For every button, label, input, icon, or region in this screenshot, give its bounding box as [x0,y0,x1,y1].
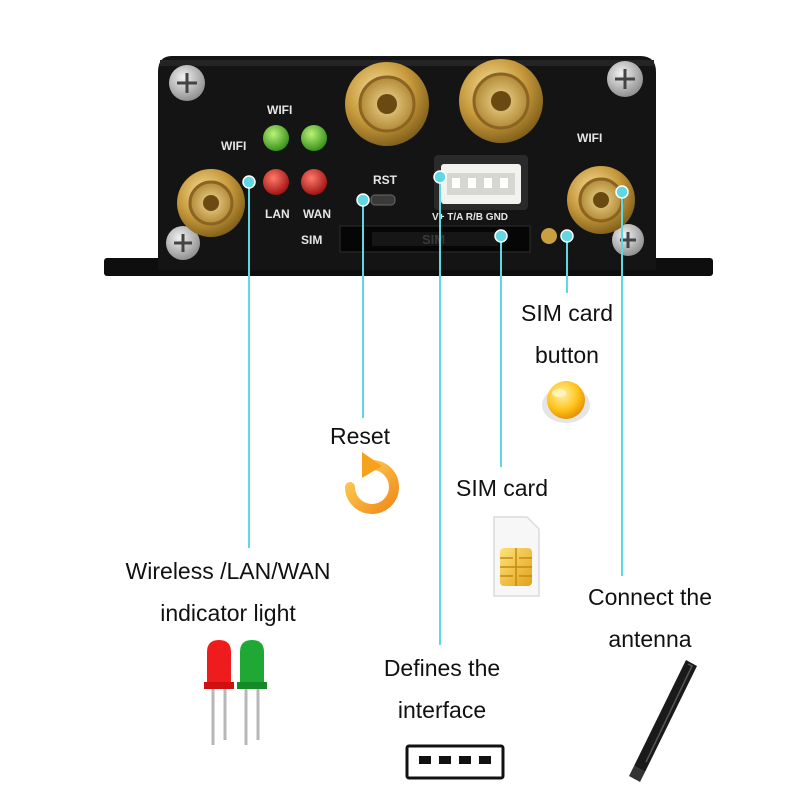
panel-label-sim: SIM [301,233,322,247]
label-line: antenna [608,626,692,652]
sma-connector-icon [567,166,635,234]
panel-label-interface-pins: V+ T/A R/B GND [432,212,508,223]
panel-label-wan: WAN [303,207,331,221]
indicator-light-label: Wireless /LAN/WAN indicator light [100,550,356,634]
wifi-led-green [263,125,289,151]
wan-led-red [301,169,327,195]
lan-led-red [263,169,289,195]
interface-label: Defines the interface [362,647,522,731]
panel-label-lan: LAN [265,207,290,221]
reset-label: Reset [300,415,420,457]
panel-label-wifi: WIFI [267,103,292,117]
interface-connector [434,155,528,210]
label-line: Connect the [587,584,713,610]
label-line: interface [397,697,487,723]
screw-icon [169,65,205,101]
router-device: WIFI WIFI LAN WAN RST V+ T/A R/B GND SIM… [104,56,713,276]
red-green-led-icon [204,640,267,745]
sim-button-label: SIM card button [492,292,642,376]
sma-connector-icon [345,62,429,146]
label-line: SIM card [455,475,549,501]
panel-label-rst: RST [373,173,398,187]
label-line: indicator light [160,600,296,626]
screw-icon [166,226,200,260]
sim-eject-button [541,228,557,244]
sma-connector-icon [459,59,543,143]
reset-button [370,194,396,206]
panel-label-sim-slot: SIM [422,232,445,247]
reset-arrow-icon [345,452,399,514]
antenna-label: Connect the antenna [565,576,735,660]
label-line: Defines the [383,655,501,681]
sim-card-label: SIM card [432,467,572,509]
leader-lines [242,170,629,645]
antenna-icon [629,660,697,782]
label-line: Wireless /LAN/WAN [125,558,331,584]
label-line: button [535,342,599,368]
yellow-button-icon [542,381,590,423]
label-line: SIM card [520,300,614,326]
wifi-led-green [301,125,327,151]
connector-icon [405,744,505,780]
sma-connector-icon [177,169,245,237]
label-line: Reset [329,423,391,449]
panel-label-wifi: WIFI [577,131,602,145]
sim-card-icon [493,516,540,597]
panel-label-wifi: WIFI [221,139,246,153]
screw-icon [607,61,643,97]
